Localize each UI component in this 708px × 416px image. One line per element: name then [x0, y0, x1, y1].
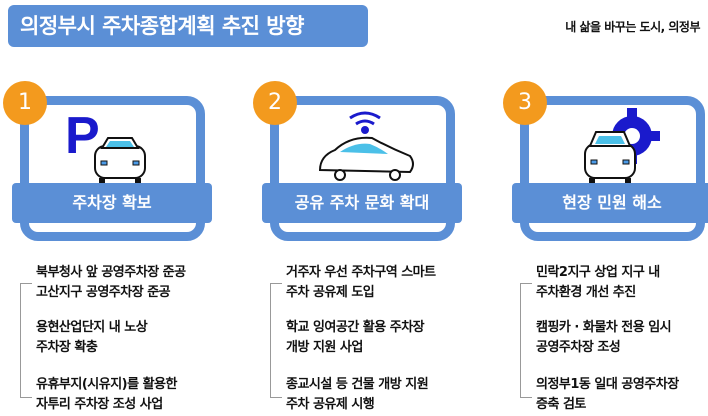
- step-number-badge: 1: [3, 81, 47, 125]
- car-gear-icon: [584, 108, 660, 186]
- strategy-label: 공유 주차 문화 확대: [262, 183, 462, 223]
- list-bracket-divider: [270, 283, 282, 398]
- parking-car-icon: P: [65, 108, 146, 185]
- page-title: 의정부시 주차종합계획 추진 방향: [8, 5, 368, 47]
- list-item-line: 자투리 주차장 조성 사업: [36, 397, 163, 412]
- list-item-line: 주차 공유제 시행: [286, 397, 375, 412]
- strategy-label: 현장 민원 해소: [512, 183, 708, 223]
- step-number-badge: 2: [253, 81, 297, 125]
- list-item-line: 의정부1동 일대 공영주차장: [536, 377, 679, 392]
- list-item-line: 용현산업단지 내 노상: [36, 320, 148, 335]
- list-item-line: 주차환경 개선 추진: [536, 285, 636, 300]
- list-item-line: 주차장 확충: [36, 340, 98, 355]
- list-item-line: 민락2지구 상업 지구 내: [536, 265, 660, 280]
- step-number-badge: 3: [503, 81, 547, 125]
- list-item-line: 공영주차장 조성: [536, 340, 621, 355]
- list-item-line: 북부청사 앞 공영주차장 준공: [36, 265, 186, 280]
- city-slogan-logo: 내 삶을 바꾸는 도시, 의정부: [565, 20, 700, 34]
- list-bracket-divider: [520, 283, 532, 398]
- list-item-line: 개방 지원 사업: [286, 340, 363, 355]
- list-item-line: 유휴부지(시유지)를 활용한: [36, 377, 177, 392]
- svg-text:P: P: [65, 108, 100, 165]
- list-item-line: 주차 공유제 도입: [286, 285, 375, 300]
- connected-car-icon: [318, 111, 414, 181]
- strategy-label: 주차장 확보: [12, 183, 212, 223]
- list-item-line: 증축 검토: [536, 397, 586, 412]
- list-item-line: 캠핑카 · 화물차 전용 임시: [536, 320, 672, 335]
- list-bracket-divider: [20, 283, 32, 398]
- list-item-line: 고산지구 공영주차장 준공: [36, 285, 171, 300]
- list-item-line: 종교시설 등 건물 개방 지원: [286, 377, 429, 392]
- list-item-line: 학교 잉여공간 활용 주차장: [286, 320, 425, 335]
- list-item-line: 거주자 우선 주차구역 스마트: [286, 265, 436, 280]
